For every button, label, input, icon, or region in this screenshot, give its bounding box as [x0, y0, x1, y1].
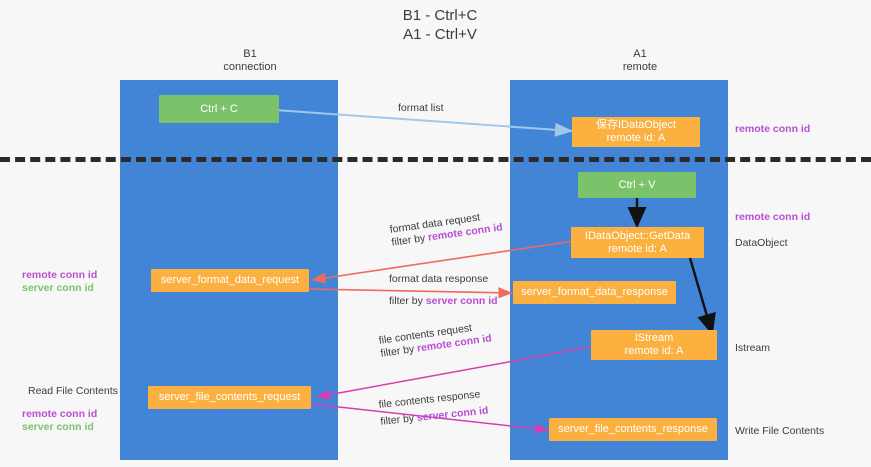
column-header-b1-sub: connection — [223, 61, 277, 73]
box-ctrl-c-label: Ctrl + C — [200, 102, 238, 115]
edge-label-format-data-response-filter: filter by server conn id — [389, 295, 498, 308]
annotation-remote-conn-id-mid: remote conn id — [735, 211, 811, 223]
filter-key-server-conn-id: server conn id — [425, 295, 498, 307]
box-idataobject-store-sub: remote id: A — [606, 132, 666, 144]
box-server-format-data-request[interactable]: server_format_data_request — [151, 269, 309, 292]
title-line-2: A1 - Ctrl+V — [403, 26, 477, 43]
filter-prefix: filter by — [389, 295, 426, 307]
column-header-a1: A1 remote — [540, 48, 740, 74]
column-header-b1: B1 connection — [150, 48, 350, 74]
annotation-left-remote-conn-id-bottom: remote conn id — [22, 408, 98, 420]
box-istream[interactable]: IStream remote id: A — [591, 330, 717, 360]
box-server-format-data-request-label: server_format_data_request — [160, 274, 300, 286]
filter-key-server-conn-id: server conn id — [416, 404, 489, 424]
edge-label-format-data-request: format data request filter by remote con… — [389, 208, 504, 249]
annotation-left-server-conn-id-mid: server conn id — [22, 282, 94, 294]
edge-label-format-list: format list — [398, 102, 444, 114]
edge-label-format-data-response-text: format data response — [389, 273, 489, 285]
box-server-format-data-response-label: server_format_data_response — [521, 286, 668, 298]
box-istream-label: IStream — [634, 332, 674, 344]
box-idataobject-getdata-sub: remote id: A — [608, 242, 667, 255]
annotation-istream: Istream — [735, 342, 771, 354]
box-ctrl-v-label: Ctrl + V — [618, 178, 656, 191]
edge-label-file-contents-response: file contents response filter by server … — [378, 388, 489, 429]
filter-prefix: filter by — [379, 412, 418, 428]
column-header-a1-name: A1 — [633, 48, 647, 60]
annotation-dataobject: DataObject — [735, 237, 788, 249]
phase-divider — [0, 157, 871, 162]
annotation-write-file-contents: Write File Contents — [735, 425, 825, 437]
annotation-remote-conn-id-top: remote conn id — [735, 123, 811, 135]
box-idataobject-getdata-label: IDataObject::GetData — [584, 229, 691, 242]
box-istream-sub: remote id: A — [624, 345, 684, 357]
annotation-left-remote-conn-id-mid: remote conn id — [22, 269, 98, 281]
box-ctrl-v[interactable]: Ctrl + V — [578, 172, 696, 198]
title-line-1: B1 - Ctrl+C — [402, 7, 478, 24]
annotation-left-server-conn-id-bottom: server conn id — [22, 421, 94, 433]
page-title: B1 - Ctrl+C A1 - Ctrl+V — [330, 6, 550, 44]
box-server-file-contents-response[interactable]: server_file_contents_response — [549, 418, 717, 441]
column-header-b1-name: B1 — [243, 48, 257, 60]
box-idataobject-getdata[interactable]: IDataObject::GetData remote id: A — [571, 227, 704, 258]
box-idataobject-store[interactable]: 保存IDataObject remote id: A — [572, 117, 700, 147]
column-header-a1-sub: remote — [622, 61, 658, 73]
box-server-file-contents-request-label: server_file_contents_request — [158, 391, 301, 403]
edge-label-file-contents-request: file contents request filter by remote c… — [378, 319, 493, 360]
box-server-format-data-response[interactable]: server_format_data_response — [513, 281, 676, 304]
box-server-file-contents-request[interactable]: server_file_contents_request — [148, 386, 311, 409]
box-idataobject-store-label: 保存IDataObject — [595, 119, 677, 131]
annotation-read-file-contents: Read File Contents — [28, 385, 118, 397]
box-server-file-contents-response-label: server_file_contents_response — [558, 423, 708, 435]
edge-label-format-data-response: format data response filter by server co… — [389, 273, 498, 308]
box-ctrl-c[interactable]: Ctrl + C — [159, 95, 279, 123]
